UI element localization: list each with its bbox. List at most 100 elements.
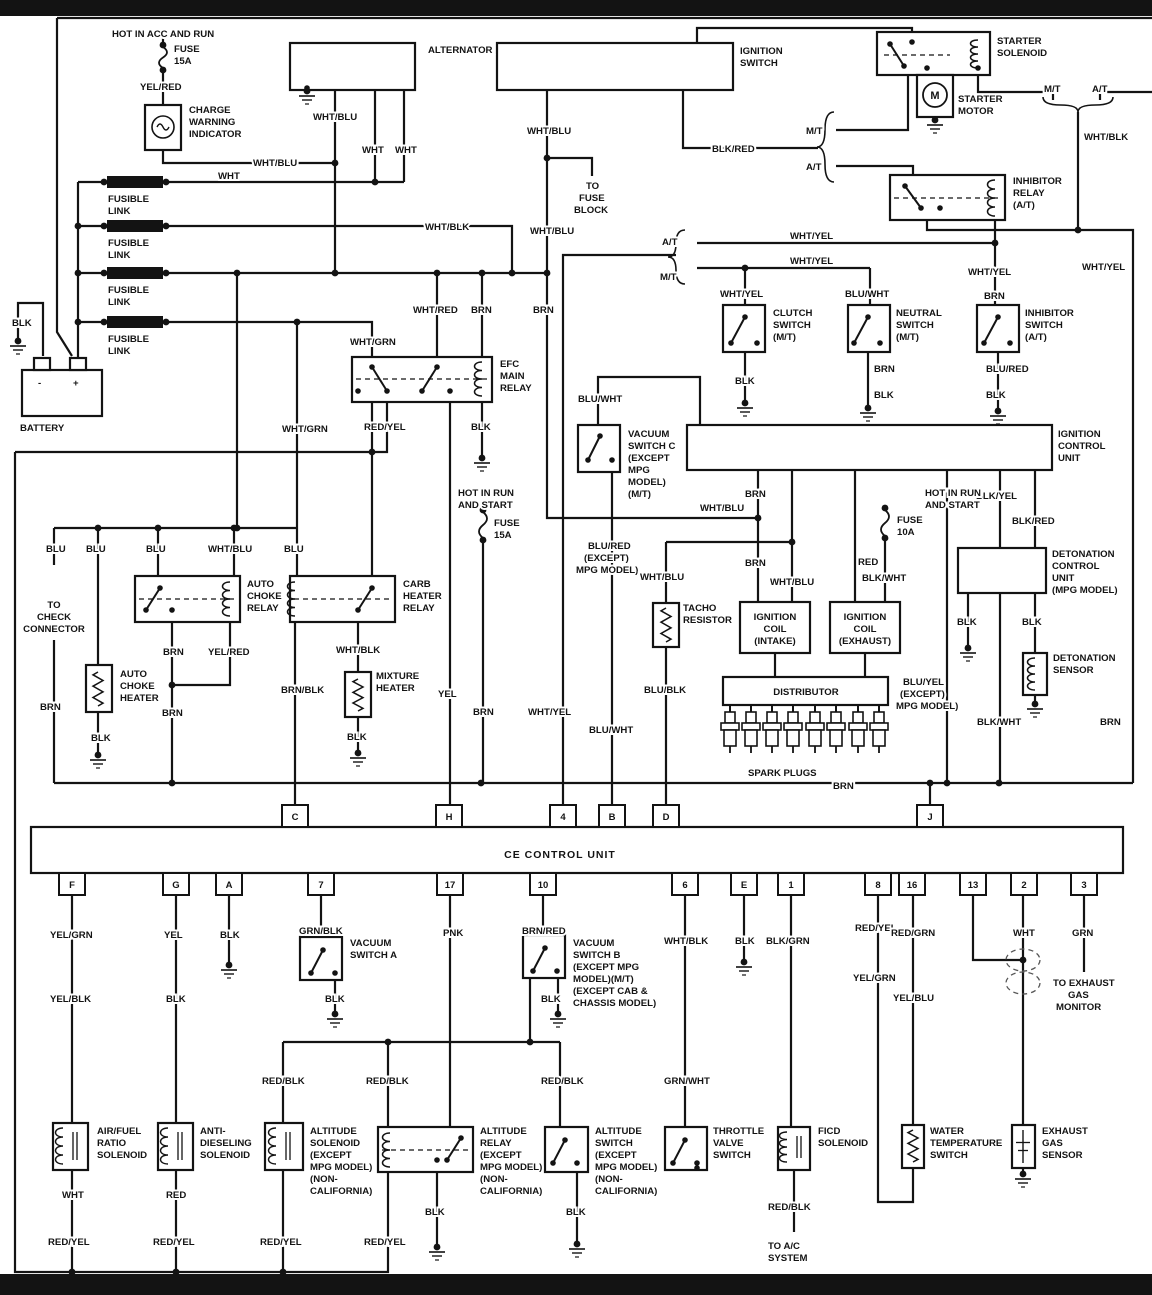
wire-label: PNK <box>443 928 463 939</box>
wire-label: RELAY <box>1013 188 1045 199</box>
ground-dot <box>573 1240 581 1248</box>
wire <box>596 375 702 425</box>
wire-label: BLU/RED <box>986 364 1029 375</box>
switch-arm <box>730 316 746 344</box>
ce-connector-label-1: 1 <box>788 880 794 891</box>
spark-plug-hex <box>869 722 889 731</box>
wire-label: MOTOR <box>958 106 994 117</box>
alternator-box <box>288 41 417 92</box>
junction-dot <box>233 524 241 532</box>
wire-label: BLK/RED <box>712 144 755 155</box>
wire-label: WHT/YEL <box>1082 262 1125 273</box>
wire-label: STARTER <box>997 36 1042 47</box>
wire-label: BLK <box>12 318 32 329</box>
wire-label: A/T <box>1092 84 1108 95</box>
wire-label: MPG MODEL) <box>576 565 638 576</box>
wire-label: BLU <box>284 544 304 555</box>
wire <box>55 18 73 357</box>
wire-label: (EXHAUST) <box>839 636 891 647</box>
ce-connector-J <box>916 804 944 828</box>
contact-dot <box>887 41 893 47</box>
wire-label: WHT/RED <box>413 305 458 316</box>
wire-label: GRN/BLK <box>299 926 343 937</box>
contact-dot <box>332 970 338 976</box>
junction-dot <box>74 318 82 326</box>
wire-label: SPARK PLUGS <box>748 768 817 779</box>
wire-label: WHT/BLU <box>770 577 814 588</box>
battery-terminal-pos-box <box>68 356 88 372</box>
wire-label: M/T <box>660 272 677 283</box>
switch-arm <box>853 316 869 344</box>
wire-label: SWITCH A <box>350 950 397 961</box>
wire-label: BLK <box>91 733 111 744</box>
wire-label: WHT/BLU <box>700 503 744 514</box>
contact-dot <box>554 968 560 974</box>
ce-connector-label-G: G <box>172 880 179 891</box>
switch-arm <box>587 435 601 461</box>
wire-label: INHIBITOR <box>1013 176 1062 187</box>
ground-dot <box>964 644 972 652</box>
wire-label: SENSOR <box>1053 665 1094 676</box>
spark-plug-body <box>872 729 886 747</box>
wire-label: WHT/BLK <box>1084 132 1128 143</box>
ground-dot <box>994 407 1002 415</box>
wire-label: BLK/WHT <box>862 573 906 584</box>
wire-label: BLU/RED <box>588 541 631 552</box>
ce-connector-6 <box>671 872 699 896</box>
spark-plug-terminal <box>809 711 821 724</box>
brace <box>1042 96 1114 113</box>
contact-dot <box>444 1157 450 1163</box>
wire <box>545 90 758 520</box>
motor-icon <box>922 82 948 108</box>
switch-arm <box>145 587 161 611</box>
wire-label: BLU/WHT <box>845 289 889 300</box>
wire-label: (MPG MODEL) <box>1052 585 1118 596</box>
wire-label: CLUTCH <box>773 308 813 319</box>
junction-dot <box>543 154 551 162</box>
ground-dot <box>478 454 486 462</box>
wire-label: LINK <box>108 346 130 357</box>
contact-dot <box>909 39 915 45</box>
wire-label: ALTITUDE <box>595 1126 642 1137</box>
wire-label: (INTAKE) <box>754 636 795 647</box>
contact-dot <box>995 314 1001 320</box>
junction-dot <box>543 269 551 277</box>
coil-icon <box>969 39 979 69</box>
wire-label: WHT/GRN <box>350 337 396 348</box>
wire-label: MAIN <box>500 371 525 382</box>
wire <box>976 75 1055 100</box>
wire-label: BLU/YEL <box>903 677 944 688</box>
wire-label: BLU <box>86 544 106 555</box>
wire-label: SENSOR <box>1042 1150 1083 1161</box>
wire-label: INHIBITOR <box>1025 308 1074 319</box>
coil-icon <box>221 581 231 617</box>
wire-label: ALTITUDE <box>480 1126 527 1137</box>
ce-connector-C <box>281 804 309 828</box>
junction-dot <box>100 318 108 326</box>
wire-label: SWITCH B <box>573 950 621 961</box>
fuse-icon <box>158 46 168 69</box>
resistor-icon <box>351 678 365 712</box>
lamp-icon <box>151 115 175 139</box>
switch-arm <box>421 366 438 392</box>
wire-label: EXHAUST <box>1042 1126 1088 1137</box>
junction-dot <box>477 779 485 787</box>
resistor-icon <box>906 1129 920 1163</box>
wire-label: HOT IN RUN <box>458 488 514 499</box>
contact-dot <box>542 945 548 951</box>
wire-label: FUSIBLE <box>108 194 150 205</box>
wire-label: BATTERY <box>20 423 65 434</box>
wire <box>681 90 818 150</box>
ce-connector-label-F: F <box>69 880 75 891</box>
wire-label: RATIO <box>97 1138 127 1149</box>
contact-dot <box>550 1160 556 1166</box>
wire-label: WHT/GRN <box>282 424 328 435</box>
wire-label: YEL/GRN <box>50 930 93 941</box>
wire-label: THROTTLE <box>713 1126 765 1137</box>
ce-connector-8 <box>864 872 892 896</box>
coil-icon <box>473 361 483 397</box>
wire-label: MPG MODEL) <box>896 701 958 712</box>
contact-dot <box>434 364 440 370</box>
wire-label: (NON- <box>595 1174 623 1185</box>
spark-plug-hex <box>741 722 761 731</box>
